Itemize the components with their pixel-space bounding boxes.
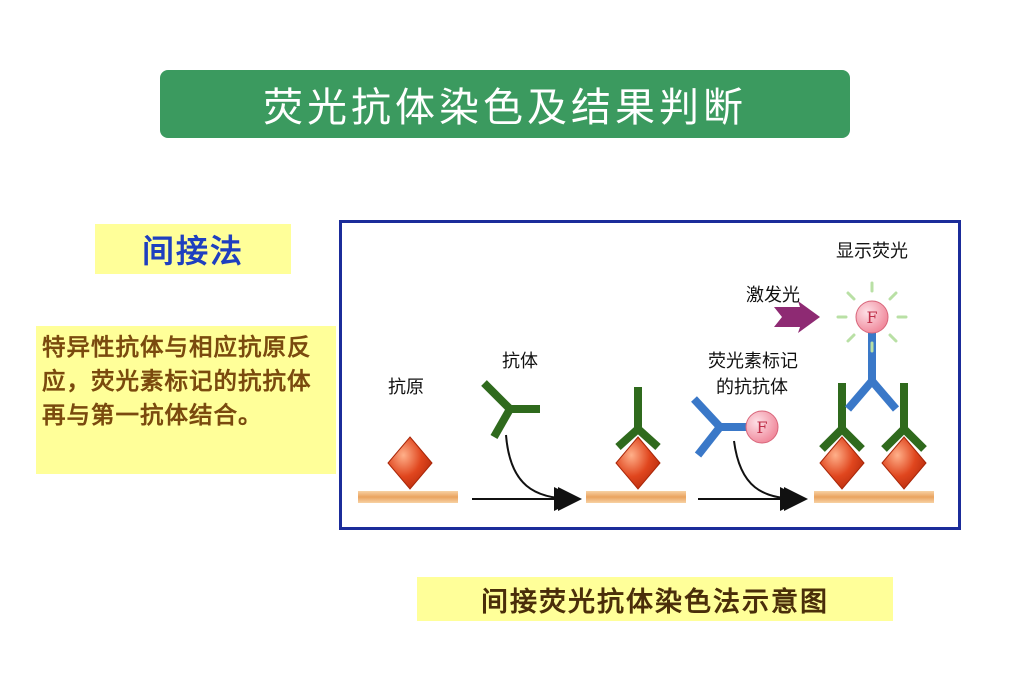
antigen-2	[615, 436, 661, 490]
description-box: 特异性抗体与相应抗原反应，荧光素标记的抗抗体再与第一抗体结合。	[36, 326, 336, 474]
antigen-3a	[819, 436, 865, 490]
fluor-letter-bound: F	[866, 308, 877, 327]
label-antibody: 抗体	[502, 351, 538, 372]
label-fluorescent-antibody-1: 荧光素标记	[708, 351, 798, 372]
reaction-arrow-1	[505, 434, 578, 511]
figure-caption: 间接荧光抗体染色法示意图	[481, 586, 829, 618]
emission-glow	[836, 281, 908, 353]
substrate-2	[586, 491, 686, 503]
diagram-frame: F F 抗原 抗体 荧光素标记 的抗抗体 激发光 显示荧光	[339, 220, 961, 530]
fluor-letter-free: F	[756, 418, 767, 437]
antigen-1	[387, 436, 433, 490]
antigen-3b	[881, 436, 927, 490]
fluor-marker-bound	[855, 300, 889, 334]
primary-antibody-bound	[615, 387, 661, 450]
label-emission: 显示荧光	[836, 241, 908, 262]
substrate-1	[358, 491, 458, 503]
reaction-arrow-2	[733, 440, 804, 511]
method-label-box: 间接法	[95, 224, 291, 274]
caption-box: 间接荧光抗体染色法示意图	[417, 577, 893, 621]
fluor-marker-free	[745, 410, 779, 444]
diagram-canvas: F F	[358, 281, 934, 511]
substrate-3	[814, 491, 934, 503]
page-title: 荧光抗体染色及结果判断	[263, 85, 747, 131]
description-text: 特异性抗体与相应抗原反应，荧光素标记的抗抗体再与第一抗体结合。	[42, 333, 312, 429]
secondary-antibody-free	[691, 396, 748, 458]
secondary-antibody-complex	[844, 333, 900, 412]
label-excitation-light: 激发光	[746, 285, 800, 306]
label-antigen: 抗原	[388, 377, 424, 398]
primary-antibody-complex-b	[881, 383, 927, 452]
excitation-arrow	[774, 301, 820, 333]
free-antibody	[481, 380, 540, 439]
primary-antibody-complex-a	[819, 383, 865, 452]
label-fluorescent-antibody-2: 的抗抗体	[716, 377, 788, 398]
method-label: 间接法	[141, 232, 244, 270]
title-banner: 荧光抗体染色及结果判断	[160, 70, 850, 138]
